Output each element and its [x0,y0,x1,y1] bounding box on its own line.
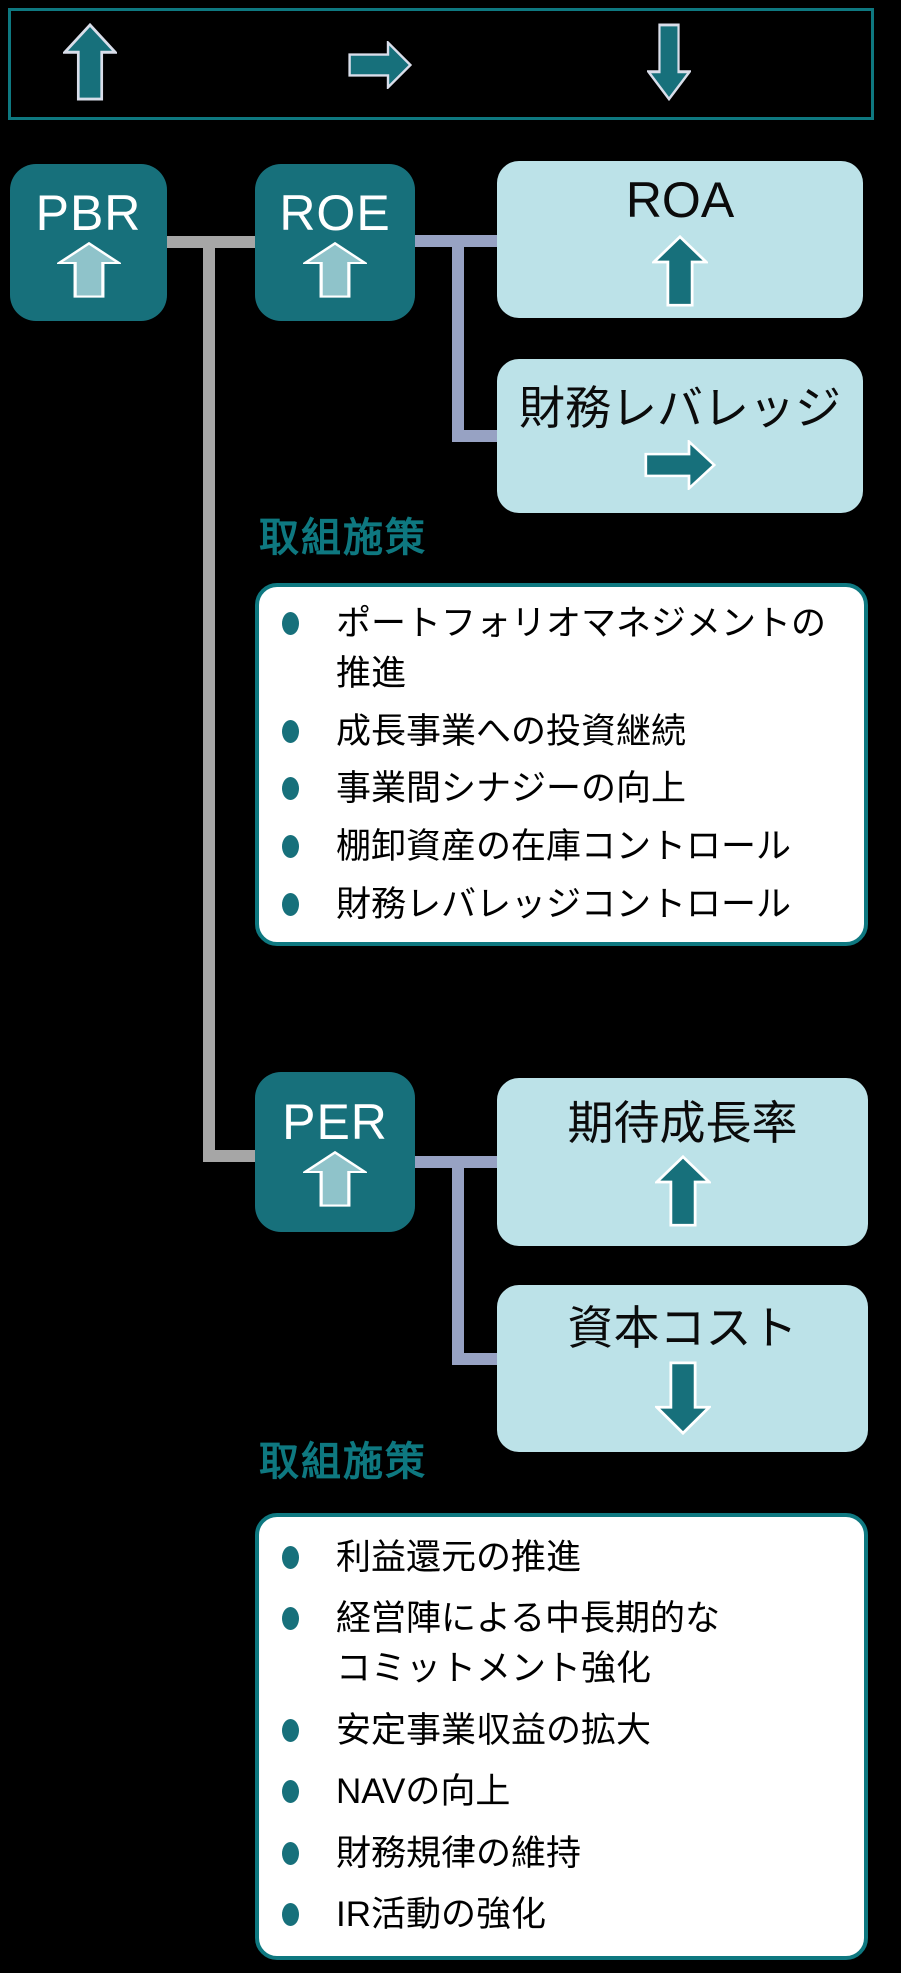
list-item-text: 棚卸資産の在庫コントロール [336,827,792,867]
list-item: 安定事業収益の拡大 [282,1706,840,1756]
list-item-text: IR活動の強化 [336,1895,547,1935]
up-arrow-icon [56,241,121,298]
legend-up-arrow-icon [63,23,117,101]
list-item: IR活動の強化 [282,1890,840,1940]
up-arrow-icon [654,1155,711,1227]
bullet-icon [282,1841,299,1865]
list-item: 財務規律の維持 [282,1829,840,1879]
list-item: 経営陣による中長期的な コミットメント強化 [282,1594,840,1693]
legend-box [8,8,874,120]
list-item-text: 利益還元の推進 [336,1537,582,1577]
list-item-text: 成長事業への投資継続 [336,711,687,751]
list-item-text: 財務規律の維持 [336,1833,582,1873]
up-arrow-icon [652,235,708,307]
roe-label: ROE [279,184,391,241]
expected-growth-box: 期待成長率 [497,1078,868,1246]
per-node: PER [255,1072,415,1232]
list-item-text: 安定事業収益の拡大 [336,1710,652,1750]
list-item-text: ポートフォリオマネジメントの推進 [336,604,827,693]
financial-leverage-label: 財務レバレッジ [519,381,841,434]
right-arrow-icon [644,440,716,491]
measures-title-roe: 取組施策 [259,516,427,560]
down-arrow-icon [654,1361,711,1435]
list-item-text: 財務レバレッジコントロール [336,885,792,925]
connector-pbr-per [203,1150,255,1162]
list-item: 棚卸資産の在庫コントロール [282,822,840,872]
bullet-icon [282,719,299,743]
pbr-node: PBR [10,164,167,321]
connector-per-capitalcost [452,1353,497,1365]
bullet-icon [282,1780,299,1804]
bullet-icon [282,1545,299,1569]
bullet-icon [282,1607,299,1631]
list-item-text: 事業間シナジーの向上 [336,769,687,809]
roe-node: ROE [255,164,415,321]
legend-down-arrow-icon [647,23,691,101]
bullet-icon [282,612,299,636]
legend-right-arrow-icon [348,41,412,89]
bullet-icon [282,1718,299,1742]
expected-growth-label: 期待成長率 [567,1096,798,1149]
bullet-icon [282,835,299,859]
bullet-icon [282,893,299,917]
capital-cost-box: 資本コスト [497,1285,868,1452]
up-arrow-icon [303,241,367,298]
connector-pbr-vertical [203,236,215,1162]
list-item-text: NAVの向上 [336,1772,511,1812]
list-item: ポートフォリオマネジメントの推進 [282,599,840,698]
bullet-icon [282,1903,299,1927]
pbr-label: PBR [35,184,142,241]
roa-label: ROA [625,171,735,228]
list-item-text: 経営陣による中長期的な コミットメント強化 [336,1599,720,1689]
list-item: NAVの向上 [282,1767,840,1817]
measures-box-roe: ポートフォリオマネジメントの推進 成長事業への投資継続 事業間シナジーの向上 棚… [255,583,868,946]
measures-title-per: 取組施策 [259,1440,427,1484]
list-item: 成長事業への投資継続 [282,707,840,757]
list-item: 事業間シナジーの向上 [282,764,840,814]
connector-roe-branch [452,235,464,442]
connector-per-branch [452,1156,464,1365]
list-item: 財務レバレッジコントロール [282,880,840,930]
capital-cost-label: 資本コスト [567,1302,798,1355]
bullet-icon [282,777,299,801]
per-label: PER [282,1094,388,1150]
measures-box-per: 利益還元の推進 経営陣による中長期的な コミットメント強化 安定事業収益の拡大 … [255,1513,868,1960]
up-arrow-icon [303,1151,367,1207]
list-item: 利益還元の推進 [282,1533,840,1583]
roa-box: ROA [497,161,863,318]
connector-roe-leverage [452,430,497,442]
financial-leverage-box: 財務レバレッジ [497,359,863,513]
